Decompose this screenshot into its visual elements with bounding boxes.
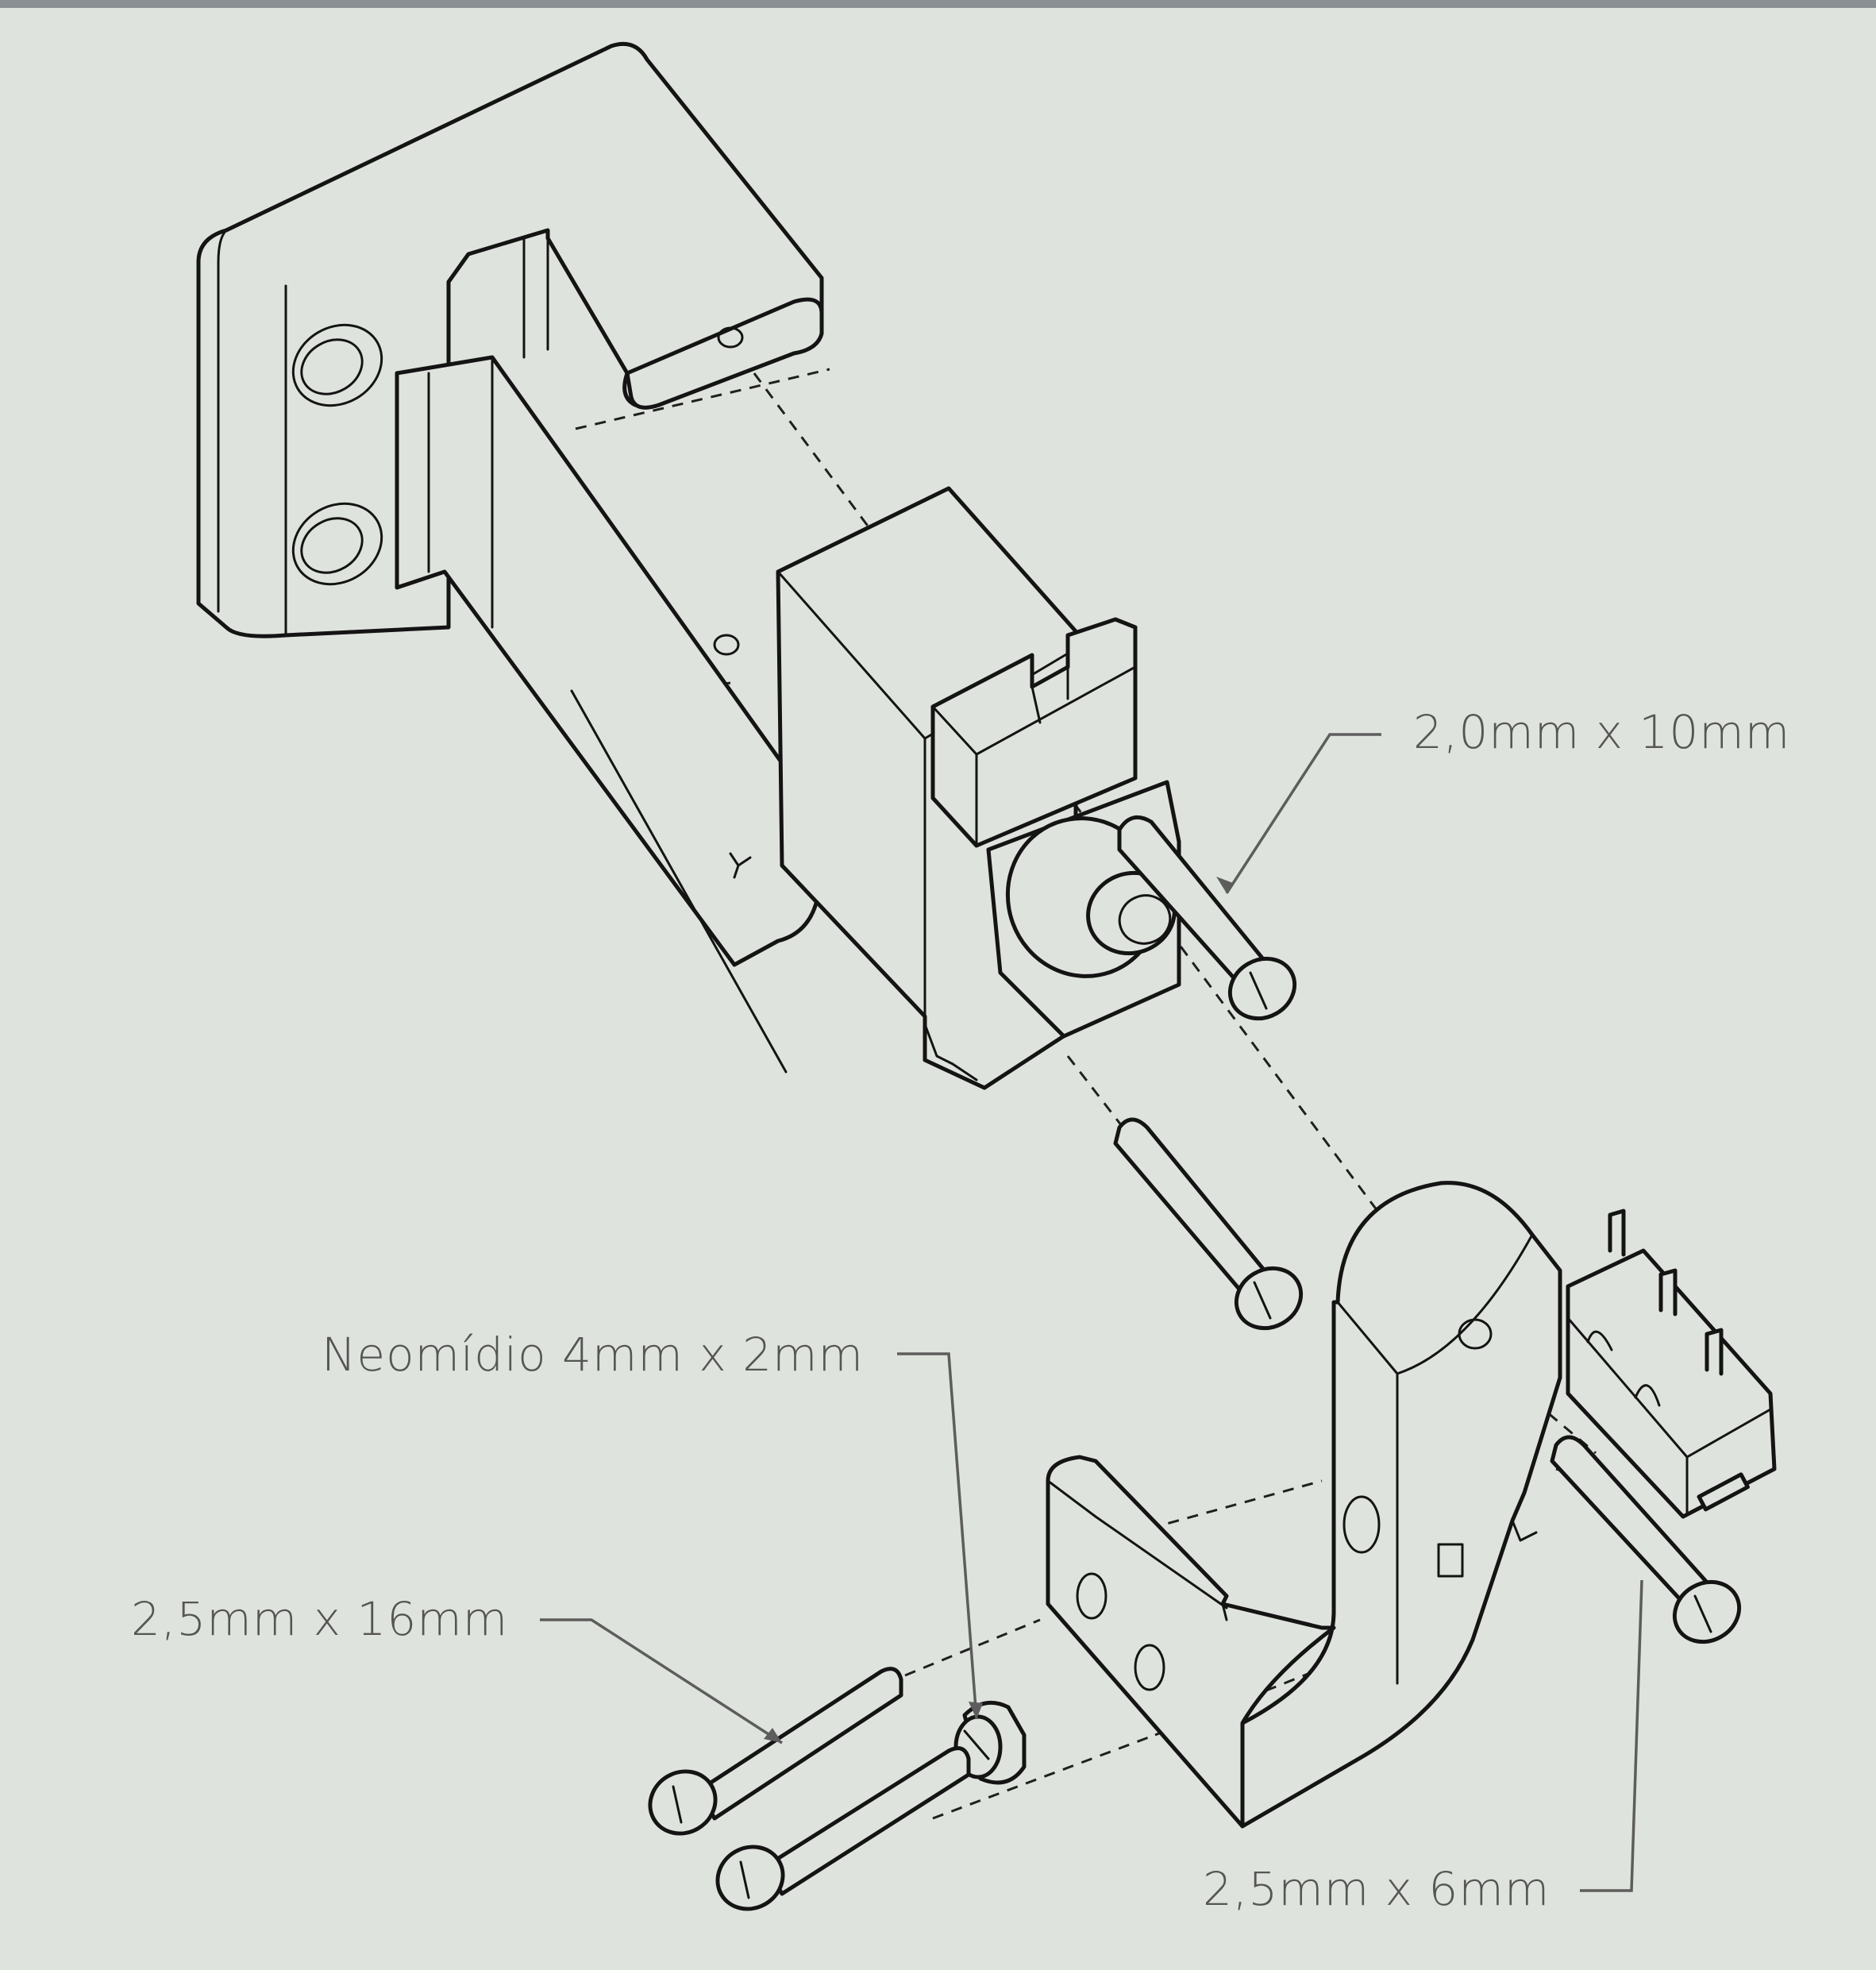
microswitch <box>1566 1209 1777 1519</box>
top-frame-border <box>0 0 1876 8</box>
servo-block <box>776 486 1181 1090</box>
leader-screw-long <box>540 1618 783 1744</box>
leader-screw-short <box>1580 1579 1643 1892</box>
upper-bracket <box>196 41 824 1074</box>
leader-screw-top <box>1216 733 1381 894</box>
label-magnet: Neomídio 4mm x 2mm <box>322 1328 865 1382</box>
lower-bracket <box>1046 1181 1562 1829</box>
screw-2-0x10 <box>1117 815 1297 1021</box>
screws-2-5x16 <box>648 1667 971 1911</box>
label-screw-2-0x10: 2,0mm x 10mm <box>1413 705 1791 759</box>
screw-2-5x6 <box>1550 1435 1742 1644</box>
screw-middle <box>1113 1117 1304 1331</box>
label-screw-2-5x6: 2,5mm x 6mm <box>1203 1862 1550 1916</box>
assembly-axes <box>575 357 1597 1820</box>
label-screw-2-5x16: 2,5mm x 16mm <box>131 1592 509 1646</box>
leader-magnet <box>897 1352 983 1720</box>
